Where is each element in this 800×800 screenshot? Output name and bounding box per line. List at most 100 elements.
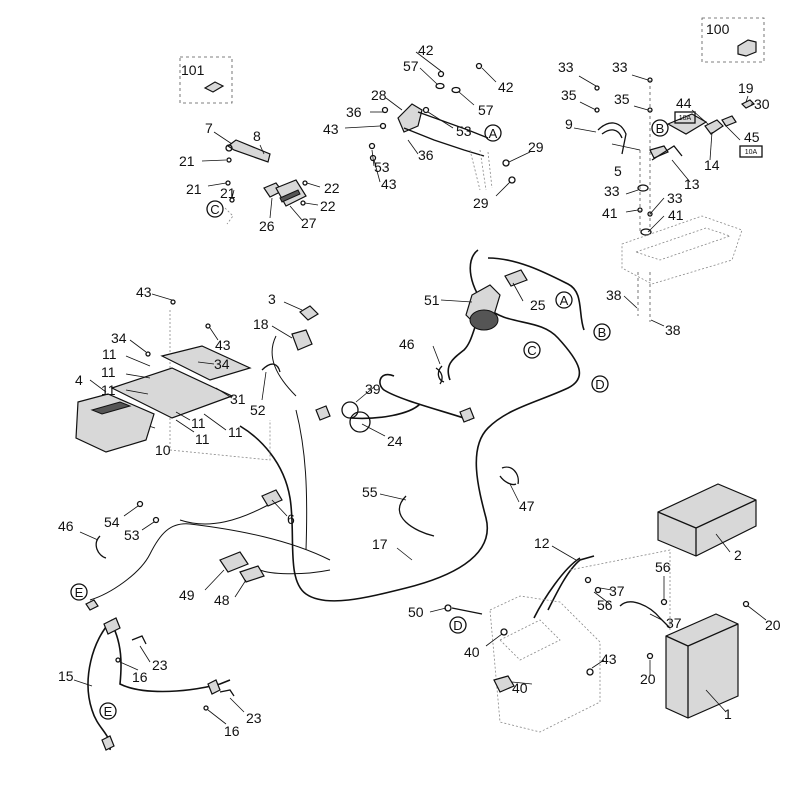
callout-4: 4 — [75, 372, 83, 388]
harness-connectors — [95, 269, 528, 583]
connector-marker-e: E — [70, 583, 88, 601]
callout-26: 26 — [259, 218, 275, 234]
callout-29: 29 — [473, 195, 489, 211]
callout-37: 37 — [609, 583, 625, 599]
callout-41: 41 — [668, 207, 684, 223]
callout-40: 40 — [512, 680, 528, 696]
fuse-holder-group: 33 33 35 35 9 5 33 33 41 41 13 14 19 30 … — [558, 59, 770, 338]
callout-18: 18 — [253, 316, 269, 332]
callout-55: 55 — [362, 484, 378, 500]
svg-text:D: D — [453, 618, 462, 633]
callout-38: 38 — [606, 287, 622, 303]
callout-47: 47 — [519, 498, 535, 514]
callout-20: 20 — [640, 671, 656, 687]
callout-22: 22 — [324, 180, 340, 196]
callout-11: 11 — [102, 346, 117, 362]
callout-2: 2 — [734, 547, 742, 563]
connector-marker-c: C — [523, 341, 541, 359]
callout-15: 15 — [58, 668, 74, 684]
connector-marker-b: B — [651, 119, 669, 137]
callout-14: 14 — [704, 157, 720, 173]
callout-23: 23 — [246, 710, 262, 726]
callout-19: 19 — [738, 80, 754, 96]
svg-text:C: C — [210, 202, 219, 217]
callout-28: 28 — [371, 87, 387, 103]
callout-48: 48 — [214, 592, 230, 608]
part-100-box: 100 — [701, 17, 765, 63]
callout-11: 11 — [191, 415, 206, 431]
callout-11: 11 — [101, 364, 116, 380]
callout-42: 42 — [418, 42, 434, 58]
fuse-44-badge: 10A — [674, 111, 696, 124]
svg-text:10A: 10A — [679, 115, 692, 122]
callout-101: 101 — [181, 62, 205, 78]
callout-34: 34 — [111, 330, 127, 346]
callout-23: 23 — [152, 657, 168, 673]
callout-43: 43 — [323, 121, 339, 137]
connector-marker-e: E — [99, 702, 117, 720]
callout-17: 17 — [372, 536, 388, 552]
callout-33: 33 — [604, 183, 620, 199]
callout-6: 6 — [287, 511, 295, 527]
callout-53: 53 — [124, 527, 140, 543]
callout-44: 44 — [676, 95, 692, 111]
callout-24: 24 — [387, 433, 403, 449]
harness-callouts: 51 25 3 18 52 39 24 46 47 55 17 6 49 48 … — [129, 282, 611, 608]
callout-8: 8 — [253, 128, 261, 144]
callout-39: 39 — [365, 381, 381, 397]
callout-54: 54 — [104, 514, 120, 530]
callout-21: 21 — [179, 153, 195, 169]
callout-21: 21 — [186, 181, 202, 197]
cable-15-group: 15 23 16 23 16 E — [58, 617, 262, 751]
callout-36: 36 — [418, 147, 434, 163]
callout-43: 43 — [381, 176, 397, 192]
callout-49: 49 — [179, 587, 195, 603]
callout-33: 33 — [612, 59, 628, 75]
connector-marker-b: B — [593, 323, 611, 341]
connector-marker-a: A — [484, 124, 502, 142]
part-101-box: 101 — [179, 56, 233, 104]
callout-50: 50 — [408, 604, 424, 620]
battery-group: 12 2 37 56 56 37 20 20 1 43 50 40 40 D — [408, 483, 781, 733]
callout-9: 9 — [565, 116, 573, 132]
callout-11: 11 — [101, 382, 116, 398]
callout-25: 25 — [530, 297, 546, 313]
svg-text:A: A — [560, 293, 569, 308]
svg-text:A: A — [489, 126, 498, 141]
callout-43: 43 — [215, 337, 231, 353]
control-module-group: 43 43 34 34 11 11 11 11 11 11 4 31 10 — [75, 284, 271, 461]
callout-57: 57 — [478, 102, 494, 118]
svg-text:10A: 10A — [745, 149, 758, 156]
callout-46: 46 — [58, 518, 74, 534]
svg-text:B: B — [656, 121, 665, 136]
callout-53: 53 — [374, 159, 390, 175]
callout-42: 42 — [498, 79, 514, 95]
callout-12: 12 — [534, 535, 550, 551]
callout-51: 51 — [424, 292, 440, 308]
callout-21: 21 — [220, 185, 236, 201]
callout-37: 37 — [666, 615, 682, 631]
callout-5: 5 — [614, 163, 622, 179]
callout-45: 45 — [744, 129, 760, 145]
top-bracket-group: 42 42 57 57 28 36 36 43 43 53 53 29 29 A — [323, 42, 544, 211]
callout-7: 7 — [205, 120, 213, 136]
callout-30: 30 — [754, 96, 770, 112]
callout-35: 35 — [614, 91, 630, 107]
callout-31: 31 — [230, 391, 246, 407]
callout-53: 53 — [456, 123, 472, 139]
left-lower-parts: 54 53 46 E — [58, 500, 160, 611]
callout-22: 22 — [320, 198, 336, 214]
callout-27: 27 — [301, 215, 317, 231]
callout-16: 16 — [224, 723, 240, 739]
callout-43: 43 — [136, 284, 152, 300]
callout-57: 57 — [403, 58, 419, 74]
fuse-45-badge: 10A — [739, 145, 763, 158]
callout-1: 1 — [724, 706, 732, 722]
callout-29: 29 — [528, 139, 544, 155]
callout-10: 10 — [155, 442, 171, 458]
callout-20: 20 — [765, 617, 781, 633]
callout-100: 100 — [706, 21, 730, 37]
callout-34: 34 — [214, 356, 230, 372]
svg-text:E: E — [75, 585, 84, 600]
